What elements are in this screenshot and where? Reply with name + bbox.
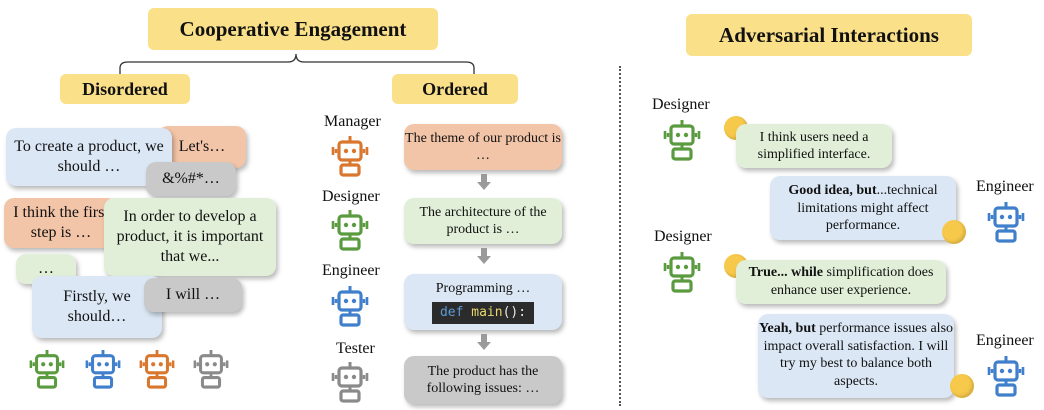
- designer-bubble-1: I think users need a simplified interfac…: [736, 124, 892, 168]
- engineer-2-text: performance issues also impact overall s…: [763, 321, 954, 389]
- arrow-down-icon: [477, 174, 491, 190]
- designer-robot-icon: [330, 208, 370, 252]
- engineer-robot-icon: [986, 354, 1026, 398]
- disordered-bubble-i-will: I will …: [144, 278, 242, 312]
- engineer-robot-icon: [986, 200, 1026, 244]
- engineer-1-text: ...technical limitations might affect pe…: [797, 183, 938, 233]
- engineer-label-1: Engineer: [976, 178, 1034, 195]
- robot-blue-icon: [84, 348, 122, 390]
- disordered-bubble-develop: In order to develop a product, it is imp…: [104, 198, 276, 276]
- tester-label: Tester: [336, 340, 375, 357]
- designer-bubble-2: True... while simplification does enhanc…: [736, 260, 946, 304]
- arrow-down-icon: [477, 334, 491, 350]
- robot-orange-icon: [138, 348, 176, 390]
- code-snippet: def main():: [431, 301, 535, 324]
- disordered-bubble-firstly: Firstly, we should…: [32, 276, 162, 338]
- engineer-1-emphasis: Good idea, but: [788, 183, 877, 198]
- disordered-bubble-symbols: &%#*…: [146, 162, 236, 196]
- manager-bubble: The theme of our product is …: [404, 124, 562, 170]
- robot-gray-icon: [192, 348, 230, 390]
- designer-robot-icon: [662, 118, 702, 162]
- engineer-2-emphasis: Yeah, but: [758, 321, 816, 336]
- engineer-robot-icon: [330, 284, 370, 328]
- engineer-label-ordered: Engineer: [322, 262, 380, 279]
- adversarial-title: Adversarial Interactions: [686, 14, 972, 56]
- brace-connector: [119, 53, 475, 76]
- exploding-head-emoji-icon: [942, 220, 966, 244]
- section-divider: [619, 66, 621, 406]
- tester-robot-icon: [330, 360, 370, 404]
- disordered-bubble-lets: Let's…: [158, 126, 246, 168]
- designer-2-emphasis: True... while: [748, 265, 823, 280]
- designer-label-ordered: Designer: [322, 188, 380, 205]
- manager-label: Manager: [324, 113, 381, 130]
- engineer-bubble-1: Good idea, but...technical limitations m…: [770, 176, 956, 240]
- robot-green-icon: [28, 348, 66, 390]
- zipper-mouth-emoji-icon: [950, 374, 974, 398]
- disordered-bubble-create: To create a product, we should …: [6, 128, 172, 186]
- manager-robot-icon: [330, 134, 370, 178]
- arrow-down-icon: [477, 248, 491, 264]
- designer-bubble-ordered: The architecture of the product is …: [404, 198, 562, 244]
- designer-label-1: Designer: [652, 96, 710, 113]
- disordered-title: Disordered: [60, 74, 190, 104]
- designer-robot-icon: [662, 250, 702, 294]
- engineer-programming-text: Programming …: [435, 281, 531, 297]
- engineer-bubble-2: Yeah, but performance issues also impact…: [758, 314, 954, 398]
- designer-label-2: Designer: [654, 228, 712, 245]
- cooperative-title: Cooperative Engagement: [148, 8, 438, 50]
- ordered-title: Ordered: [392, 74, 518, 104]
- tester-bubble: The product has the following issues: …: [404, 356, 562, 404]
- engineer-bubble-ordered: Programming … def main():: [404, 274, 562, 330]
- disordered-bubble-first-step: I think the first step is …: [4, 198, 118, 248]
- engineer-label-2: Engineer: [976, 332, 1034, 349]
- designer-2-text: simplification does enhance user experie…: [770, 265, 934, 298]
